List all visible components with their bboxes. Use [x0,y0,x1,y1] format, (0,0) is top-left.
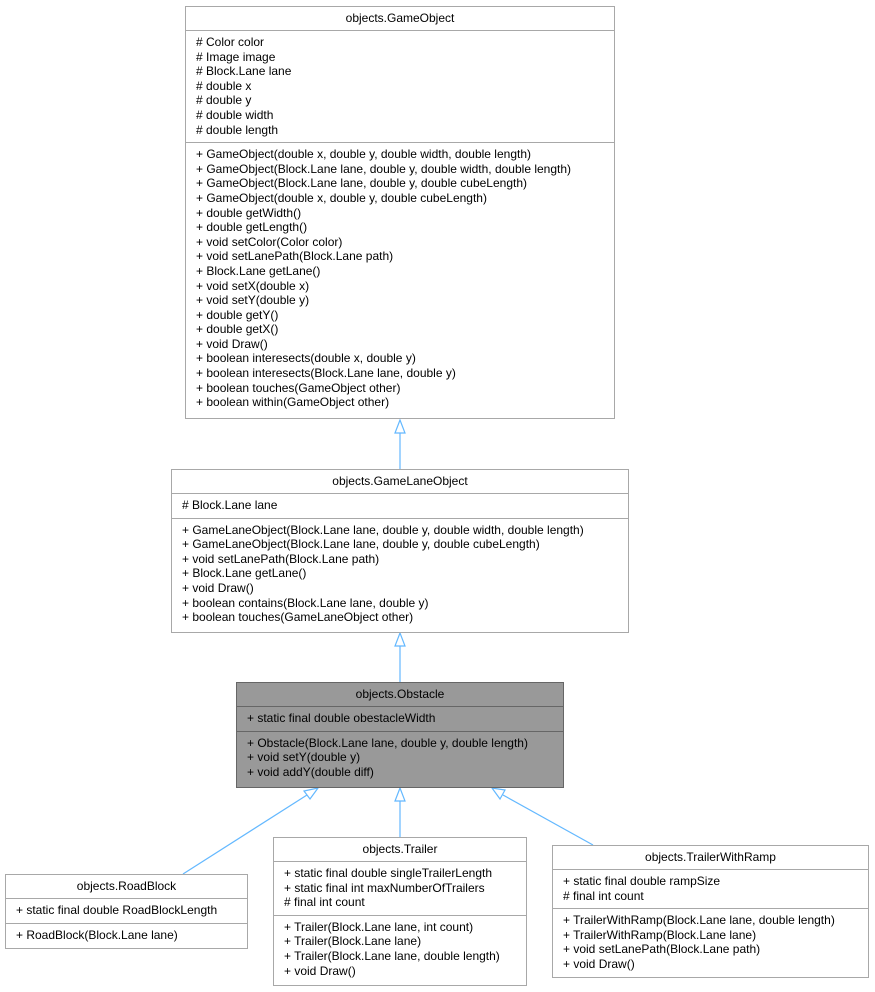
method: + boolean within(GameObject other) [196,395,390,410]
method: + void setColor(Color color) [196,234,343,249]
method: + Trailer(Block.Lane lane) [284,934,422,949]
attribute: # Image image [196,49,276,64]
arrowhead-gameobject [394,418,406,434]
method: + TrailerWithRamp(Block.Lane lane) [563,927,757,942]
method: + RoadBlock(Block.Lane lane) [16,927,178,942]
methods-section: + Obstacle(Block.Lane lane, double y, do… [237,730,563,785]
class-title: objects.Obstacle [355,687,445,701]
method: + double getX() [196,322,279,337]
attributes-section: + static final double singleTrailerLengt… [274,861,526,915]
method: + void Draw() [284,963,356,978]
arrowhead-obstacle-roadblock [302,787,320,801]
method: + double getWidth() [196,205,302,220]
method: + GameLaneObject(Block.Lane lane, double… [182,522,584,537]
method: + Block.Lane getLane() [196,263,321,278]
attribute: # double length [196,122,279,137]
attribute: + static final double rampSize [563,874,721,888]
method: + void setLanePath(Block.Lane path) [182,551,380,566]
method: + void setX(double x) [196,278,310,293]
class-title: objects.RoadBlock [76,879,177,893]
method: + void Draw() [196,336,268,351]
method: + void setY(double y) [196,293,310,308]
attribute: # Color color [196,35,265,49]
attributes-section: + static final double obestacleWidth [237,706,563,731]
method: + void setY(double y) [247,750,361,765]
class-title: objects.GameObject [345,11,455,25]
attribute: # Block.Lane lane [196,64,292,79]
method: + void Draw() [182,580,254,595]
method: + void setLanePath(Block.Lane path) [196,249,394,264]
edge-trailerwithramp-to-obstacle [502,794,594,846]
attributes-section: + static final double RoadBlockLength [6,898,247,923]
method: + void setLanePath(Block.Lane path) [563,942,761,957]
arrowhead-gamelaneobject [394,631,406,647]
attribute: + static final double RoadBlockLength [16,903,218,917]
method: + GameObject(Block.Lane lane, double y, … [196,176,527,191]
method: + boolean touches(GameObject other) [196,380,401,395]
methods-section: + GameLaneObject(Block.Lane lane, double… [172,517,628,630]
attribute: + static final double obestacleWidth [247,711,436,725]
methods-section: + RoadBlock(Block.Lane lane) [6,922,247,948]
arrowhead-obstacle-trailerwithramp [490,787,506,801]
attributes-section: # Block.Lane lane [172,493,628,518]
attributes-section: + static final double rampSize # final i… [553,869,868,908]
edge-roadblock-to-obstacle [182,794,308,875]
class-title: objects.TrailerWithRamp [645,850,776,864]
method: + Trailer(Block.Lane lane, double length… [284,948,500,963]
method: + GameLaneObject(Block.Lane lane, double… [182,537,540,552]
attribute: # double x [196,78,252,93]
attribute: # final int count [563,888,644,903]
attribute: # Block.Lane lane [182,498,278,512]
class-gamelaneobject: objects.GameLaneObject # Block.Lane lane… [171,469,629,633]
method: + GameObject(Block.Lane lane, double y, … [196,161,572,176]
method: + double getLength() [196,220,308,235]
methods-section: + Trailer(Block.Lane lane, int count) + … [274,914,526,983]
methods-section: + GameObject(double x, double y, double … [186,142,614,415]
attribute: + static final int maxNumberOfTrailers [284,880,485,895]
class-trailer: objects.Trailer + static final double si… [273,837,527,986]
class-trailerwithramp: objects.TrailerWithRamp + static final d… [552,845,869,978]
class-roadblock: objects.RoadBlock + static final double … [5,874,248,949]
methods-section: + TrailerWithRamp(Block.Lane lane, doubl… [553,908,868,976]
attributes-section: # Color color # Image image # Block.Lane… [186,30,614,142]
method: + boolean contains(Block.Lane lane, doub… [182,595,429,610]
method: + Obstacle(Block.Lane lane, double y, do… [247,735,528,750]
attribute: + static final double singleTrailerLengt… [284,866,493,880]
method: + boolean interesects(Block.Lane lane, d… [196,366,456,381]
method: + boolean interesects(double x, double y… [196,351,416,366]
class-gameobject: objects.GameObject # Color color # Image… [185,6,615,419]
method: + TrailerWithRamp(Block.Lane lane, doubl… [563,913,835,928]
class-obstacle: objects.Obstacle + static final double o… [236,682,564,788]
method: + Block.Lane getLane() [182,566,307,581]
arrowhead-obstacle-trailer [394,786,406,802]
attribute: # final int count [284,895,365,910]
method: + void Draw() [563,956,635,971]
method: + void addY(double diff) [247,764,374,779]
method: + double getY() [196,307,279,322]
class-title: objects.Trailer [362,842,438,856]
method: + boolean touches(GameLaneObject other) [182,610,414,625]
method: + GameObject(double x, double y, double … [196,190,487,205]
method: + GameObject(double x, double y, double … [196,147,531,162]
attribute: # double y [196,93,252,108]
method: + Trailer(Block.Lane lane, int count) [284,919,474,934]
class-title: objects.GameLaneObject [332,474,468,488]
attribute: # double width [196,107,274,122]
